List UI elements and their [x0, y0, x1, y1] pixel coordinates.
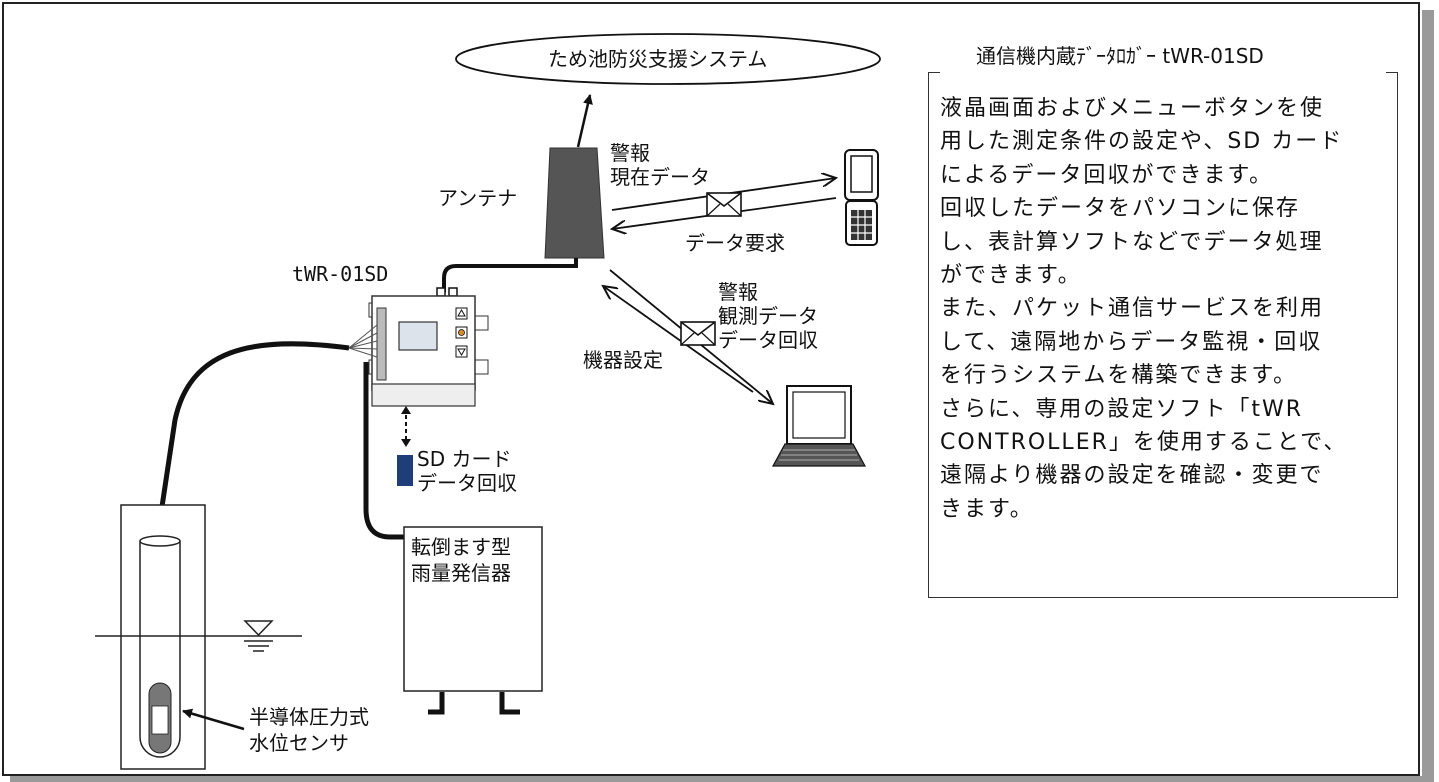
water-sensor-label-2: 水位センサ	[249, 731, 349, 755]
panel-line: ができます。	[940, 263, 1082, 289]
uplink-arrow	[576, 94, 593, 148]
panel-line: によるデータ回収ができます。	[940, 162, 1274, 188]
data-request-label: データ要求	[685, 231, 785, 255]
current-data-label: 現在データ	[610, 165, 710, 189]
description-panel	[928, 72, 1398, 598]
rain-gauge-label-1: 転倒ます型	[411, 535, 511, 559]
sd-data-collection-label: データ回収	[417, 471, 517, 495]
panel-border-top-right	[1386, 72, 1398, 73]
antenna-cable	[442, 258, 578, 292]
panel-line: し、表計算ソフトなどでデータ処理	[940, 229, 1324, 255]
sensor-wires	[348, 324, 378, 358]
alarm-label-phone: 警報	[610, 141, 650, 165]
observation-data-label: 観測データ	[718, 304, 818, 328]
sensor-pointer-arrow	[182, 708, 245, 731]
laptop-icon	[771, 385, 867, 467]
data-logger-icon	[368, 295, 489, 407]
cloud-system-ellipse	[455, 33, 881, 85]
pc-up-arrow	[603, 286, 754, 393]
frame-shadow-bottom	[10, 776, 1434, 782]
panel-body: 液晶画面およびメニューボタンを使 用した測定条件の設定や、SD カード によるデ…	[940, 92, 1392, 526]
logger-label: tWR-01SD	[292, 262, 389, 286]
cloud-system-label: ため池防災支援システム	[548, 47, 768, 71]
well-box	[95, 504, 302, 770]
panel-line: を行うシステムを構築できます。	[940, 363, 1298, 389]
envelope-icon	[706, 192, 742, 217]
envelope-icon	[680, 321, 716, 346]
data-collection-label: データ回収	[718, 328, 818, 352]
water-sensor-label-1: 半導体圧力式	[249, 705, 369, 729]
sd-card-icon	[397, 455, 413, 486]
sd-card-label: SD カード	[417, 447, 512, 471]
panel-line: CONTROLLER」を使用することで、	[940, 430, 1348, 456]
frame-shadow-right	[1422, 10, 1434, 782]
diagram-frame	[2, 2, 1420, 776]
panel-line: 液晶画面およびメニューボタンを使	[940, 96, 1325, 121]
device-settings-label: 機器設定	[583, 348, 663, 372]
antenna-icon	[544, 147, 605, 259]
panel-border-top-left	[928, 72, 940, 73]
mobile-phone-icon	[844, 149, 879, 246]
panel-line: 回収したデータをパソコンに保存	[940, 196, 1301, 222]
panel-line: して、遠隔地からデータ監視・回収	[940, 329, 1323, 355]
panel-line: 遠隔より機器の設定を確認・変更で	[940, 463, 1324, 489]
rain-gauge-label-2: 雨量発信器	[411, 561, 511, 585]
panel-line: 用した測定条件の設定や、SD カード	[940, 129, 1344, 155]
water-sensor-cable	[157, 341, 350, 676]
rain-gauge-box	[403, 526, 543, 715]
panel-line: また、パケット通信サービスを利用	[940, 296, 1325, 322]
panel-line: きます。	[940, 496, 1034, 522]
panel-title: 通信機内蔵ﾃﾞｰﾀﾛｶﾞｰ tWR-01SD	[976, 44, 1264, 68]
water-level-icon	[243, 620, 274, 652]
logger-connector	[436, 287, 458, 297]
pressure-sensor-icon	[148, 682, 172, 754]
panel-line: さらに、専用の設定ソフト「tWR	[940, 396, 1304, 422]
antenna-label: アンテナ	[438, 186, 518, 210]
rain-gauge-cable	[363, 362, 409, 540]
alarm-label-pc: 警報	[718, 280, 758, 304]
